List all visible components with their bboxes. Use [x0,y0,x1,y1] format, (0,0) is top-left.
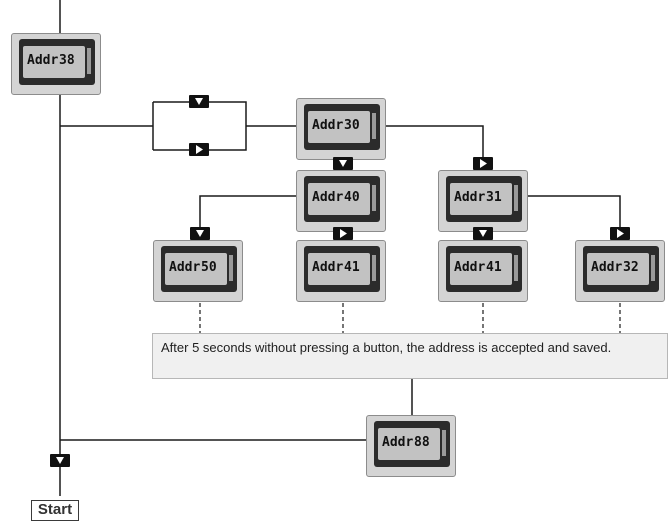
display-addr-41-b: Addr 41 [438,240,528,302]
lcd-panel: Addr 41 [308,253,370,285]
display-screen: Addr 50 [161,246,237,292]
lcd-side-indicator [372,185,376,211]
down-button-icon [473,227,493,240]
lcd-side-indicator [442,430,446,456]
lcd-word: Addr [312,190,344,205]
lcd-side-indicator [514,185,518,211]
display-addr-38: Addr 38 [11,33,101,95]
right-button-icon [333,227,353,240]
right-button-icon [610,227,630,240]
lcd-side-indicator [229,255,233,281]
lcd-word: Addr [454,190,486,205]
display-addr-32: Addr 32 [575,240,665,302]
lcd-panel: Addr 40 [308,183,370,215]
display-screen: Addr 88 [374,421,450,467]
down-button-icon [190,227,210,240]
lcd-word: Addr [454,260,486,275]
lcd-value: 40 [344,190,360,205]
display-screen: Addr 40 [304,176,380,222]
lcd-value: 50 [201,260,217,275]
start-box: Start [31,500,79,521]
display-addr-31: Addr 31 [438,170,528,232]
lcd-value: 41 [344,260,360,275]
down-button-icon [189,95,209,108]
lcd-word: Addr [169,260,201,275]
display-screen: Addr 41 [446,246,522,292]
display-screen: Addr 41 [304,246,380,292]
lcd-panel: Addr 30 [308,111,370,143]
right-button-icon [189,143,209,156]
display-addr-41-a: Addr 41 [296,240,386,302]
lcd-word: Addr [312,260,344,275]
display-addr-50: Addr 50 [153,240,243,302]
display-screen: Addr 32 [583,246,659,292]
display-addr-40: Addr 40 [296,170,386,232]
lcd-panel: Addr 88 [378,428,440,460]
lcd-value: 31 [486,190,502,205]
lcd-side-indicator [372,113,376,139]
display-screen: Addr 30 [304,104,380,150]
right-button-icon [473,157,493,170]
lcd-side-indicator [87,48,91,74]
lcd-value: 88 [414,435,430,450]
lcd-panel: Addr 32 [587,253,649,285]
down-button-icon [333,157,353,170]
down-button-icon [50,454,70,467]
lcd-side-indicator [651,255,655,281]
display-screen: Addr 38 [19,39,95,85]
lcd-value: 41 [486,260,502,275]
lcd-value: 32 [623,260,639,275]
lcd-panel: Addr 41 [450,253,512,285]
timeout-note: After 5 seconds without pressing a butto… [152,333,668,379]
lcd-value: 30 [344,118,360,133]
display-addr-30: Addr 30 [296,98,386,160]
lcd-panel: Addr 50 [165,253,227,285]
lcd-panel: Addr 38 [23,46,85,78]
lcd-side-indicator [514,255,518,281]
lcd-word: Addr [382,435,414,450]
lcd-word: Addr [27,53,59,68]
display-screen: Addr 31 [446,176,522,222]
display-addr-88: Addr 88 [366,415,456,477]
lcd-side-indicator [372,255,376,281]
lcd-value: 38 [59,53,75,68]
lcd-word: Addr [312,118,344,133]
lcd-panel: Addr 31 [450,183,512,215]
lcd-word: Addr [591,260,623,275]
